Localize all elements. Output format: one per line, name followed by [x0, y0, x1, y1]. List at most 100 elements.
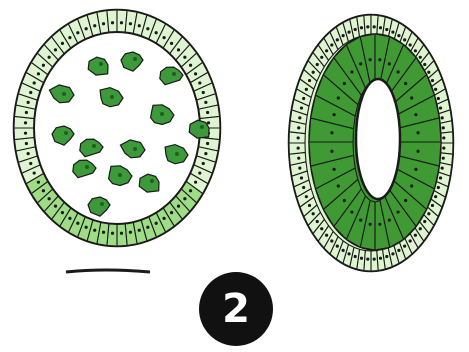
left-cell-nucleus-19 [93, 229, 96, 232]
right-inner-cell-nucleus-23 [388, 62, 391, 65]
right-outer-cell-nucleus-4 [439, 176, 442, 179]
right-inner-cell-nucleus-6 [388, 218, 391, 221]
right-inner-cell-nucleus-3 [410, 184, 413, 187]
right-inner-cell-nucleus-27 [414, 113, 417, 116]
left-cell-nucleus-39 [42, 64, 45, 67]
lumen-clump-spot-2 [133, 57, 137, 61]
left-cell-nucleus-2 [206, 142, 209, 145]
right-outer-cell-nucleus-48 [330, 43, 333, 46]
right-inner-cell-nucleus-18 [343, 82, 346, 85]
right-outer-cell-nucleus-39 [298, 116, 301, 119]
lumen-clump-spot-1 [99, 62, 103, 66]
right-outer-cell-nucleus-51 [347, 31, 350, 34]
right-inner-cell-nucleus-12 [337, 184, 340, 187]
lumen-clump-spot-5 [110, 95, 114, 99]
right-outer-cell-nucleus-15 [391, 252, 394, 255]
lumen-clump-spot-6 [160, 112, 164, 116]
lumen-clump-spot-13 [150, 179, 154, 183]
right-outer-cell-nucleus-58 [391, 31, 394, 34]
right-inner-cell-nucleus-20 [359, 62, 362, 65]
left-cell-nucleus-9 [177, 204, 180, 207]
left-cell-nucleus-11 [162, 217, 165, 220]
right-outer-cell-nucleus-13 [403, 244, 406, 247]
right-outer-cell-nucleus-16 [385, 255, 388, 258]
right-outer-cell-nucleus-64 [423, 63, 426, 66]
left-cell-nucleus-56 [177, 48, 180, 51]
left-cell-nucleus-5 [198, 171, 201, 174]
right-outer-cell-nucleus-25 [330, 239, 333, 242]
left-cell-nucleus-58 [189, 64, 192, 67]
right-outer-cell-nucleus-62 [414, 49, 417, 52]
left-cell-nucleus-14 [138, 229, 141, 232]
right-outer-cell-nucleus-41 [302, 97, 305, 100]
right-lumen [356, 79, 400, 199]
right-outer-cell-nucleus-5 [437, 186, 440, 189]
lumen-clump-spot-15 [85, 165, 89, 169]
left-cell-nucleus-64 [207, 121, 210, 124]
right-outer-cell-nucleus-46 [320, 56, 323, 59]
right-outer-cell-nucleus-35 [297, 157, 300, 160]
left-cell-nucleus-62 [204, 101, 207, 104]
lumen-clump-spot-4 [62, 92, 66, 96]
left-cell-nucleus-29 [29, 162, 32, 165]
right-outer-cell-nucleus-54 [366, 25, 369, 28]
right-inner-cell-nucleus-1 [416, 150, 419, 153]
right-inner-cell-nucleus-15 [330, 131, 333, 134]
right-outer-cell-nucleus-14 [397, 249, 400, 252]
left-cell-nucleus-40 [48, 56, 51, 59]
left-cell-nucleus-52 [146, 27, 149, 30]
right-inner-cell-nucleus-25 [404, 82, 407, 85]
left-cell-nucleus-26 [42, 189, 45, 192]
right-inner-cell-layer [309, 34, 441, 250]
left-cell-nucleus-22 [68, 217, 71, 220]
right-outer-cell-nucleus-27 [320, 227, 323, 230]
left-cell-nucleus-6 [194, 181, 197, 184]
right-inner-cell-nucleus-14 [330, 150, 333, 153]
right-outer-cell-nucleus-49 [336, 38, 339, 41]
lumen-clump-spot-9 [92, 144, 96, 148]
left-cell-nucleus-12 [155, 222, 158, 225]
left-cell-nucleus-42 [61, 42, 64, 45]
right-inner-cell-nucleus-22 [378, 58, 381, 61]
right-outer-cell-nucleus-32 [302, 186, 305, 189]
right-outer-cell-nucleus-20 [360, 257, 363, 260]
right-outer-cell-nucleus-1 [442, 146, 445, 149]
left-cell-nucleus-53 [155, 31, 158, 34]
right-outer-cell-nucleus-38 [297, 126, 300, 129]
right-outer-cell-nucleus-30 [308, 204, 311, 207]
right-outer-cell-nucleus-11 [414, 234, 417, 237]
left-cell-nucleus-44 [76, 31, 79, 34]
right-inner-cell-nucleus-19 [350, 70, 353, 73]
right-outer-cell-nucleus-56 [379, 26, 382, 29]
left-base-line [66, 270, 150, 272]
left-cell-nucleus-35 [27, 101, 30, 104]
right-outer-cell-nucleus-6 [434, 195, 437, 198]
right-outer-cell-nucleus-21 [354, 255, 357, 258]
right-outer-cell-nucleus-70 [441, 116, 444, 119]
right-outer-cell-nucleus-71 [442, 126, 445, 129]
right-outer-cell-nucleus-36 [297, 146, 300, 149]
right-outer-cell-nucleus-57 [385, 28, 388, 31]
right-outer-cell-nucleus-50 [342, 34, 345, 37]
right-outer-cell-nucleus-47 [325, 49, 328, 52]
right-outer-cell-nucleus-23 [342, 249, 345, 252]
left-cell-nucleus-60 [198, 81, 201, 84]
left-cell-nucleus-45 [85, 27, 88, 30]
right-inner-cell-nucleus-2 [414, 168, 417, 171]
right-outer-cell-nucleus-8 [427, 212, 430, 215]
right-inner-cell-nucleus-17 [337, 96, 340, 99]
left-cell-nucleus-43 [68, 36, 71, 39]
lumen-clump-spot-7 [200, 125, 204, 129]
right-outer-cell-nucleus-33 [300, 176, 303, 179]
right-outer-cell-nucleus-26 [325, 234, 328, 237]
left-cell-nucleus-57 [183, 56, 186, 59]
right-inner-cell-nucleus-26 [410, 96, 413, 99]
right-inner-cell-nucleus-11 [343, 199, 346, 202]
left-cell-nucleus-10 [170, 211, 173, 214]
left-cell-nucleus-4 [202, 162, 205, 165]
right-outer-cell-nucleus-9 [423, 220, 426, 223]
left-cell-nucleus-30 [27, 152, 30, 155]
left-cell-nucleus-54 [162, 36, 165, 39]
left-cell-nucleus-32 [24, 132, 27, 135]
lumen-clump-spot-14 [100, 202, 104, 206]
